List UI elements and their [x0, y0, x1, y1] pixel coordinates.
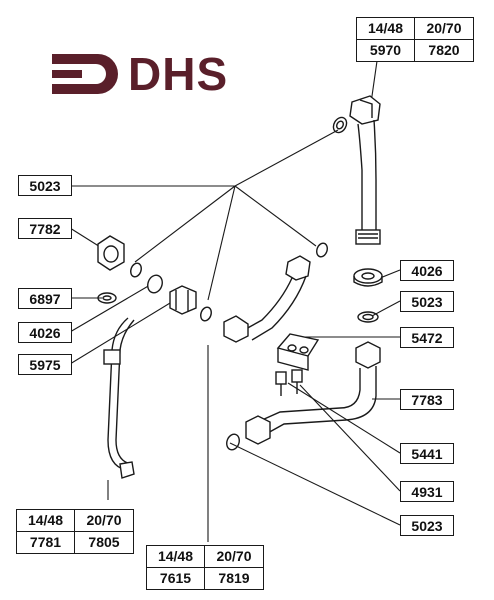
table-bottom-mid-c: 7615: [147, 568, 205, 589]
nut-7782: [97, 235, 125, 271]
table-bottom-mid-b: 20/70: [205, 546, 263, 568]
bracket-5472: [276, 333, 320, 371]
washer-5023-mid: [357, 311, 379, 323]
table-top-right: 14/48 20/70 5970 7820: [356, 17, 474, 62]
label-4931: 4931: [400, 481, 454, 502]
label-5975: 5975: [18, 354, 72, 375]
label-7782: 7782: [18, 218, 72, 239]
dhs-logo-mark: [52, 54, 118, 94]
washer-6897: [97, 292, 117, 304]
label-7783: 7783: [400, 389, 454, 410]
table-bottom-left-c: 7781: [17, 532, 75, 553]
dhs-logo-text: DHS: [128, 48, 229, 100]
pipe-5970-7820: [349, 95, 381, 245]
table-bottom-left-d: 7805: [88, 534, 120, 550]
label-5023-mid: 5023: [400, 291, 454, 312]
table-bottom-left: 14/48 20/70 7781 7805: [16, 509, 134, 554]
label-5441: 5441: [400, 443, 454, 464]
washer-5023-top: [332, 116, 348, 134]
pipe-7783: [226, 341, 381, 451]
label-4026-left: 4026: [18, 322, 72, 343]
table-bottom-left-a: 14/48: [17, 510, 75, 532]
label-5472: 5472: [400, 327, 454, 348]
table-top-right-a: 14/48: [357, 18, 415, 40]
label-6897: 6897: [18, 288, 72, 309]
table-top-right-c: 5970: [357, 40, 415, 61]
union-5975: [130, 262, 197, 315]
nut-4026-right: [353, 268, 383, 287]
label-4026-right: 4026: [400, 260, 454, 281]
table-bottom-mid-a: 14/48: [147, 546, 205, 568]
clip-4931: [291, 369, 303, 394]
table-bottom-mid: 14/48 20/70 7615 7819: [146, 545, 264, 590]
pipe-7781-7805: [103, 317, 135, 479]
table-top-right-b: 20/70: [415, 18, 473, 40]
clip-5441: [275, 371, 287, 396]
leader-lines: [69, 39, 401, 542]
table-top-right-d: 7820: [428, 42, 460, 58]
pipe-7615-7819: [200, 242, 328, 343]
label-5023-bottom: 5023: [400, 515, 454, 536]
label-5023-top: 5023: [18, 175, 72, 196]
table-bottom-mid-d: 7819: [218, 570, 250, 586]
table-bottom-left-b: 20/70: [75, 510, 133, 532]
